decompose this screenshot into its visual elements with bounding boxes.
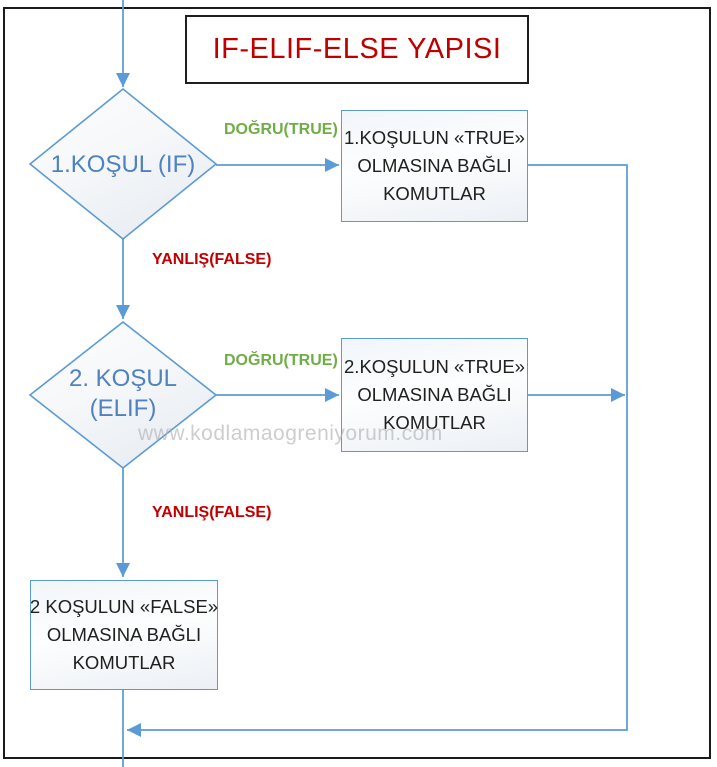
edge-label-true-1: DOĞRU(TRUE) [224, 121, 338, 138]
action3-line2: OLMASINA BAĞLI [46, 624, 202, 645]
decision2-diamond [28, 320, 218, 470]
arrow-action1-return-loop [127, 164, 628, 737]
edge-label-true-2: DOĞRU(TRUE) [224, 352, 338, 369]
decision2-text-line1: 2. KOŞUL [68, 365, 178, 392]
title-box: IF-ELIF-ELSE YAPISI [185, 15, 529, 84]
action1-line3: KOMUTLAR [383, 183, 486, 204]
edge-label-false-2: YANLIŞ(FALSE) [152, 504, 272, 521]
action2-line1: 2.KOŞULUN «TRUE» [344, 356, 525, 377]
action-box-false-else: 2 KOŞULUN «FALSE» OLMASINA BAĞLI KOMUTLA… [30, 580, 218, 690]
decision1-text: 1.KOŞUL (IF) [50, 151, 196, 178]
action-box-true-if: 1.KOŞULUN «TRUE» OLMASINA BAĞLI KOMUTLAR [341, 110, 528, 222]
decision2-text-line2: (ELIF) [89, 395, 157, 422]
action2-line2: OLMASINA BAĞLI [357, 384, 512, 405]
action3-line1: 2 KOŞULUN «FALSE» [29, 596, 219, 617]
action2-line3: KOMUTLAR [383, 412, 486, 433]
action3-line3: KOMUTLAR [72, 652, 176, 673]
decision1-label: 1.KOŞUL (IF) [33, 150, 213, 180]
decision1-diamond [28, 87, 218, 241]
watermark-text: www.kodlamaogreniyorum.com [138, 422, 443, 445]
edge-label-false-1: YANLIŞ(FALSE) [152, 251, 272, 268]
page-title: IF-ELIF-ELSE YAPISI [212, 33, 502, 65]
decision2-label: 2. KOŞUL (ELIF) [33, 364, 213, 424]
action1-line2: OLMASINA BAĞLI [357, 155, 512, 176]
action-box-true-elif: 2.KOŞULUN «TRUE» OLMASINA BAĞLI KOMUTLAR [341, 338, 528, 452]
action1-line1: 1.KOŞULUN «TRUE» [344, 127, 525, 148]
